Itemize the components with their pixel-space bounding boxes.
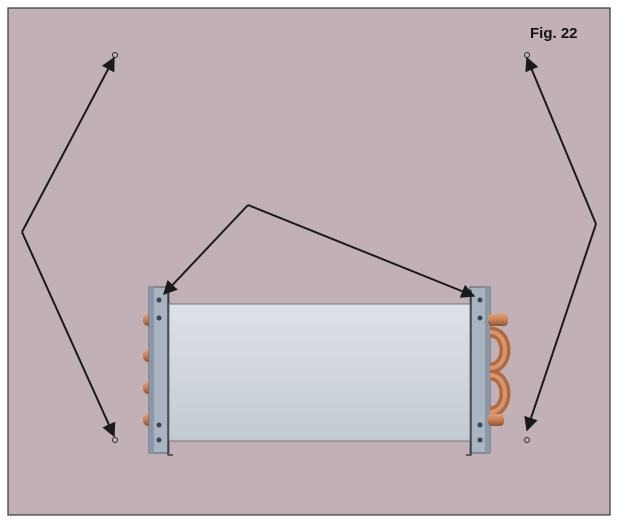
arrow-bracket-left (163, 204, 249, 296)
coil-body (168, 303, 471, 442)
arrow-left-mount (21, 56, 115, 233)
left-bracket (148, 286, 173, 456)
arrow-right-mount (525, 56, 597, 225)
arrow-right-mount (524, 223, 597, 432)
arrow-left-mount (21, 231, 116, 438)
figure-label: Fig. 22 (530, 25, 578, 42)
mount-point-icon (112, 437, 118, 443)
arrow-bracket-right (247, 204, 476, 298)
mount-point-icon (524, 437, 530, 443)
arrows (21, 56, 597, 438)
mount-points (112, 52, 530, 443)
mount-point-icon (112, 52, 118, 58)
right-copper-bends (488, 314, 511, 426)
